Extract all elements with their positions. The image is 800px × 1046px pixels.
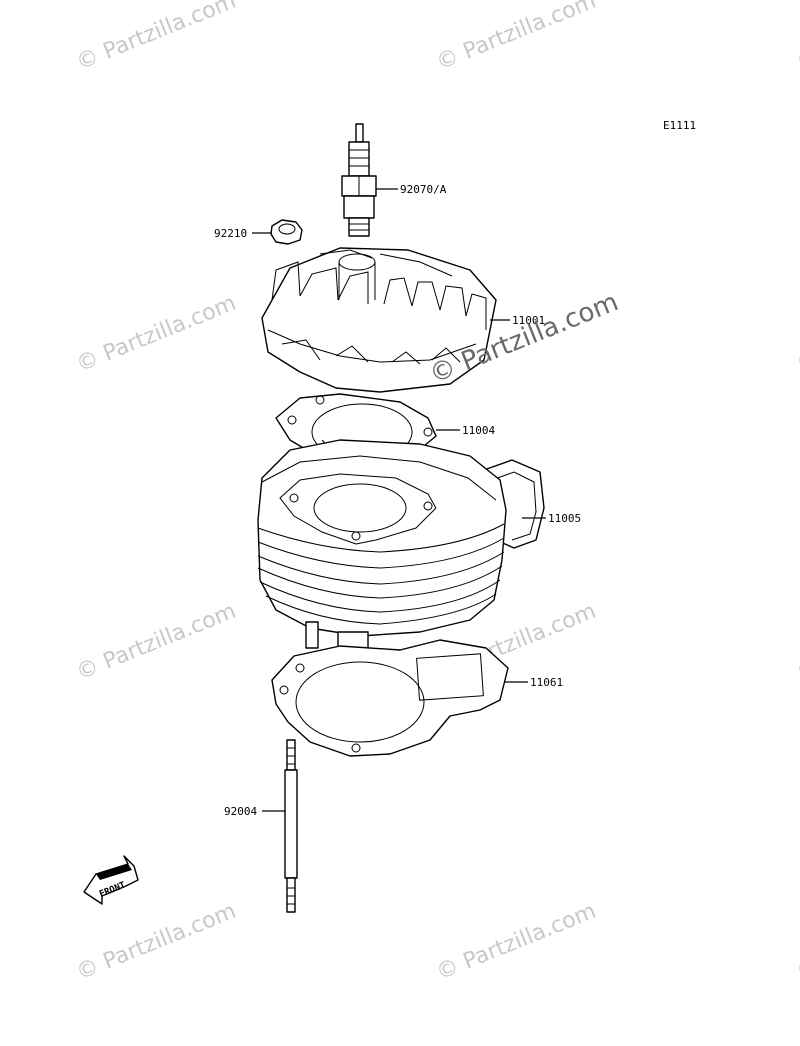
watermark: © Partzilla.com bbox=[433, 899, 600, 986]
watermark: © Partzilla.com bbox=[793, 291, 800, 378]
base-gasket[interactable] bbox=[271, 639, 509, 757]
watermark: © Partzilla.com bbox=[73, 599, 240, 686]
cylinder-head[interactable] bbox=[261, 247, 497, 393]
cylinder[interactable] bbox=[257, 439, 545, 661]
watermark: © Partzilla.com bbox=[793, 899, 800, 986]
diagram-code: E1111 bbox=[663, 119, 696, 132]
part-label-92004[interactable]: 92004 bbox=[224, 805, 257, 818]
spark-plug[interactable] bbox=[341, 123, 377, 237]
front-arrow-icon: FRONT bbox=[83, 855, 139, 905]
part-label-92210[interactable]: 92210 bbox=[214, 227, 247, 240]
part-label-11001[interactable]: 11001 bbox=[512, 314, 545, 327]
part-label-92070[interactable]: 92070/A bbox=[400, 183, 447, 196]
watermark: © Partzilla.com bbox=[793, 599, 800, 686]
watermark: © Partzilla.com bbox=[73, 0, 240, 76]
watermark: © Partzilla.com bbox=[433, 0, 600, 76]
stud[interactable] bbox=[284, 739, 298, 913]
part-label-11005[interactable]: 11005 bbox=[548, 512, 581, 525]
watermark: © Partzilla.com bbox=[73, 291, 240, 378]
watermark: © Partzilla.com bbox=[73, 899, 240, 986]
part-label-11061[interactable]: 11061 bbox=[530, 676, 563, 689]
nut[interactable] bbox=[270, 219, 303, 245]
watermark: © Partzilla.com bbox=[793, 0, 800, 76]
part-label-11004[interactable]: 11004 bbox=[462, 424, 495, 437]
